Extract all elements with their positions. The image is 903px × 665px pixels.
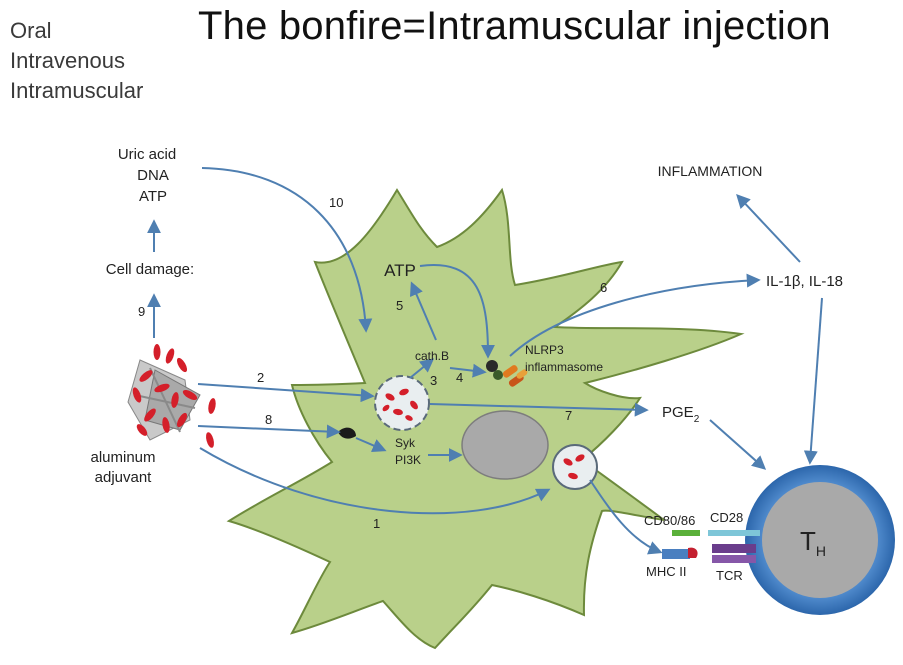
- syk-label: Syk: [395, 436, 416, 450]
- step-8: 8: [265, 412, 272, 427]
- danger-signal-dna: DNA: [137, 167, 169, 184]
- pge2-label: PGE2: [662, 404, 700, 425]
- step-3: 3: [430, 373, 437, 388]
- cell-nucleus: [462, 411, 548, 479]
- nlrp3-label-line1: NLRP3: [525, 343, 564, 357]
- t-helper-cell: [745, 465, 895, 615]
- cd28-molecule: [708, 530, 760, 536]
- cd28-label: CD28: [710, 510, 743, 525]
- adjuvant-label-line1: aluminum: [90, 449, 155, 466]
- cell-damage-label: Cell damage:: [106, 261, 194, 278]
- phagosome: [375, 376, 429, 430]
- step-9: 9: [138, 304, 145, 319]
- cd80-86-molecule: [672, 530, 700, 536]
- tcr-molecule: [712, 544, 756, 553]
- synapse-molecules: [662, 530, 760, 563]
- step-1: 1: [373, 516, 380, 531]
- tcr-label: TCR: [716, 568, 743, 583]
- step-2: 2: [257, 370, 264, 385]
- mhc-ii-label: MHC II: [646, 564, 686, 579]
- cathepsin-label: cath.B: [415, 349, 449, 363]
- arrow-il-th: [810, 298, 822, 462]
- arrow-pge-th: [710, 420, 764, 468]
- cd80-86-label: CD80/86: [644, 513, 695, 528]
- pi3k-label: PI3K: [395, 453, 421, 467]
- step-5: 5: [396, 298, 403, 313]
- aluminum-adjuvant-cluster: [128, 344, 217, 449]
- nlrp3-label-line2: inflammasome: [525, 360, 603, 374]
- mhc-ii-molecule: [662, 549, 690, 559]
- arrow-inflammation: [738, 196, 800, 262]
- inflammation-label: INFLAMMATION: [658, 163, 763, 179]
- cytokine-label: IL-1β, IL-18: [766, 273, 843, 290]
- atp-label: ATP: [384, 261, 416, 280]
- step-6: 6: [600, 280, 607, 295]
- danger-signal-atp: ATP: [139, 188, 167, 205]
- step-10: 10: [329, 195, 343, 210]
- step-7: 7: [565, 408, 572, 423]
- danger-signal-uric-acid: Uric acid: [118, 146, 176, 163]
- endosome: [553, 445, 597, 489]
- adjuvant-label-line2: adjuvant: [95, 469, 153, 486]
- step-4: 4: [456, 370, 463, 385]
